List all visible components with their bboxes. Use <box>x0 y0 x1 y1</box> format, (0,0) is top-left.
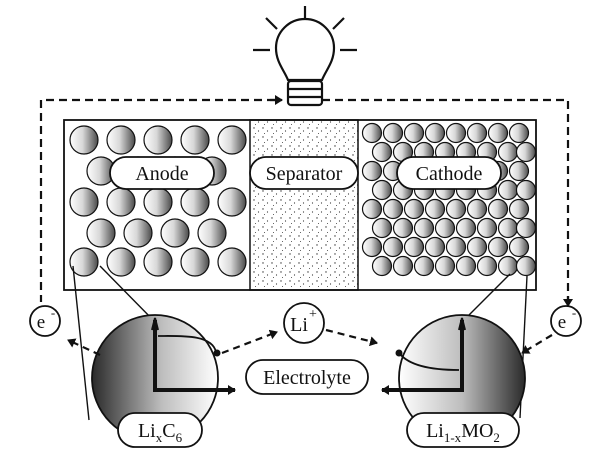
particle-sphere <box>123 218 153 248</box>
particle-sphere <box>106 187 136 217</box>
particle-sphere <box>515 217 537 239</box>
particle-sphere <box>476 217 498 239</box>
particle-sphere <box>466 122 488 144</box>
electron-charge-label: - <box>51 305 55 320</box>
particle-sphere <box>361 236 383 258</box>
anode-material-label: LixC6 <box>138 420 183 445</box>
particle-sphere <box>413 217 435 239</box>
light-bulb-icon <box>253 6 357 107</box>
particle-sphere <box>217 187 247 217</box>
lithium-ion-label: Li <box>290 314 308 336</box>
particle-sphere <box>434 217 456 239</box>
particle-sphere <box>382 198 404 220</box>
particle-sphere <box>197 218 227 248</box>
particle-sphere <box>424 198 446 220</box>
particle-sphere <box>508 160 530 182</box>
particle-sphere <box>392 255 414 277</box>
particle-sphere <box>371 141 393 163</box>
particle-sphere <box>106 247 136 277</box>
particle-sphere <box>382 236 404 258</box>
particle-sphere <box>455 217 477 239</box>
electron-charge-label: - <box>572 305 576 320</box>
particle-sphere <box>424 236 446 258</box>
particle-sphere <box>497 255 519 277</box>
electrolyte-label-box: Electrolyte <box>245 359 369 395</box>
particle-sphere <box>403 122 425 144</box>
lithium-ion-badge: Li + <box>283 302 325 344</box>
particle-sphere <box>487 122 509 144</box>
cathode-label: Cathode <box>416 163 483 185</box>
particle-sphere <box>476 255 498 277</box>
particle-sphere <box>445 122 467 144</box>
particle-sphere <box>466 236 488 258</box>
anode-label: Anode <box>135 163 188 185</box>
particle-sphere <box>180 187 210 217</box>
particle-sphere <box>106 125 136 155</box>
external-circuit <box>39 98 570 302</box>
particle-sphere <box>361 198 383 220</box>
anode-label-box: Anode <box>109 156 215 190</box>
electron-label: e <box>37 312 45 333</box>
particle-sphere <box>497 179 519 201</box>
particle-sphere <box>508 122 530 144</box>
anode-material-box: LixC6 <box>117 412 203 448</box>
lithium-ion-path-left <box>221 329 278 355</box>
particle-sphere <box>508 236 530 258</box>
electron-badge-left: e - <box>29 305 61 337</box>
particle-sphere <box>69 247 99 277</box>
separator-label-box: Separator <box>249 156 359 190</box>
particle-sphere <box>466 198 488 220</box>
particle-sphere <box>180 125 210 155</box>
particle-sphere <box>413 255 435 277</box>
particle-sphere <box>382 122 404 144</box>
lithium-ion-path-right <box>325 328 378 347</box>
particle-sphere <box>217 125 247 155</box>
anode-particles <box>69 125 247 277</box>
particle-sphere <box>455 255 477 277</box>
particle-sphere <box>143 125 173 155</box>
particle-sphere <box>217 247 247 277</box>
particle-sphere <box>371 255 393 277</box>
particle-sphere <box>515 141 537 163</box>
particle-sphere <box>392 217 414 239</box>
particle-sphere <box>424 122 446 144</box>
separator-region <box>249 119 359 291</box>
cathode-magnified-particle <box>381 314 526 442</box>
particle-sphere <box>403 236 425 258</box>
particle-sphere <box>371 217 393 239</box>
particle-sphere <box>515 255 537 277</box>
particle-sphere <box>487 236 509 258</box>
particle-sphere <box>403 198 425 220</box>
cathode-label-box: Cathode <box>396 156 502 190</box>
particle-sphere <box>86 218 116 248</box>
particle-sphere <box>487 198 509 220</box>
particle-sphere <box>371 179 393 201</box>
cathode-material-box: Li1-xMO2 <box>406 412 520 448</box>
particle-sphere <box>69 187 99 217</box>
particle-sphere <box>361 122 383 144</box>
particle-sphere <box>515 179 537 201</box>
particle-sphere <box>445 198 467 220</box>
particle-sphere <box>445 236 467 258</box>
lithium-ion-charge-label: + <box>309 307 317 322</box>
cathode-material-label: Li1-xMO2 <box>426 420 500 445</box>
particle-sphere <box>69 125 99 155</box>
electrolyte-label: Electrolyte <box>263 367 351 389</box>
particle-sphere <box>497 141 519 163</box>
electron-badge-right: e - <box>550 305 582 337</box>
particle-sphere <box>508 198 530 220</box>
particle-sphere <box>160 218 190 248</box>
particle-sphere <box>143 247 173 277</box>
particle-sphere <box>180 247 210 277</box>
electron-path-left <box>67 338 101 356</box>
particle-sphere <box>143 187 173 217</box>
electron-label: e <box>558 312 566 333</box>
electron-path-right <box>521 334 553 354</box>
separator-label: Separator <box>266 163 343 185</box>
particle-sphere <box>361 160 383 182</box>
particle-sphere <box>497 217 519 239</box>
particle-sphere <box>434 255 456 277</box>
